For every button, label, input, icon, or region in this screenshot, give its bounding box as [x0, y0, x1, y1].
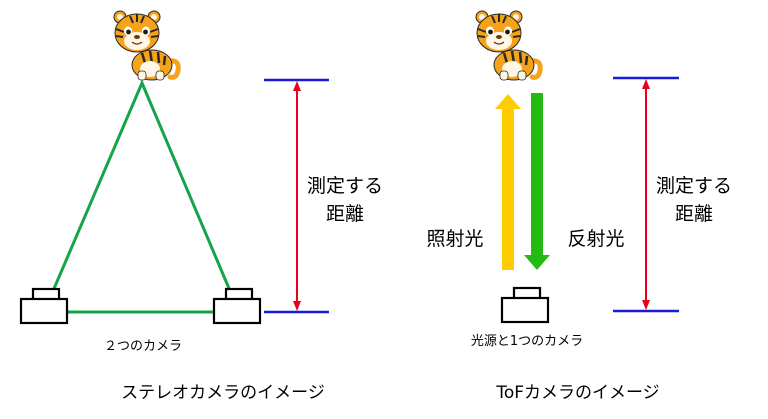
measure-label: 距離	[326, 203, 364, 225]
tiger-icon	[476, 11, 540, 80]
camera-icon	[500, 286, 550, 324]
tiger-icon	[114, 11, 178, 80]
reflect-label: 反射光	[567, 228, 624, 250]
emit-label: 照射光	[426, 228, 483, 250]
reflect-arrow	[524, 93, 550, 270]
stereo-title: ステレオカメラのイメージ	[121, 383, 325, 403]
emit-arrow	[495, 94, 521, 270]
stereo-triangle	[41, 79, 242, 314]
measure-label: 距離	[675, 203, 713, 225]
measure-label: 測定する	[656, 175, 732, 197]
measure-label: 測定する	[307, 175, 383, 197]
camera-caption: 光源と1つのカメラ	[471, 334, 583, 349]
tof-title: ToFカメラのイメージ	[495, 383, 659, 403]
camera-icon	[19, 287, 69, 325]
cameras-caption: ２つのカメラ	[104, 339, 182, 354]
camera-icon	[212, 287, 262, 325]
